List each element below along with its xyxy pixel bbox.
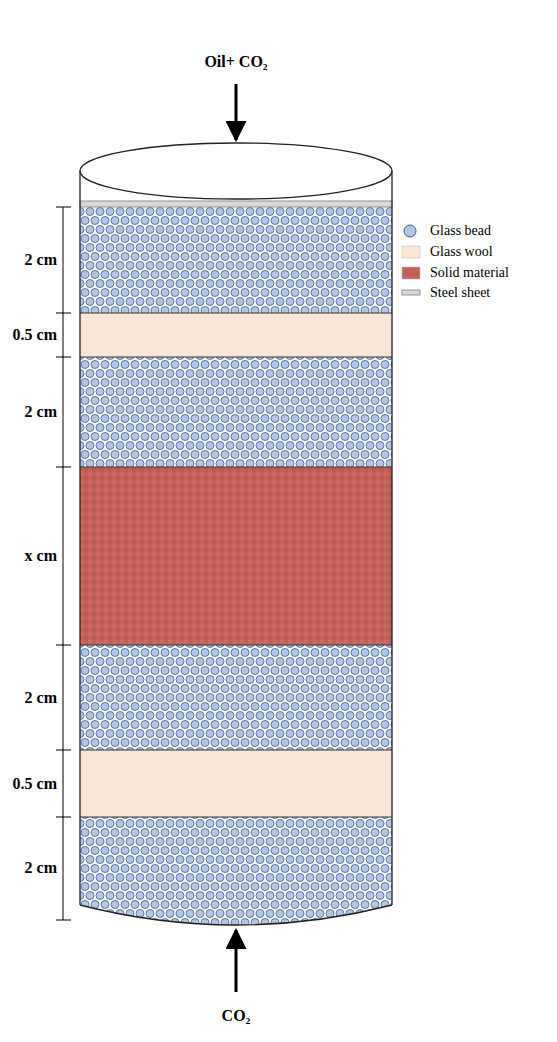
legend-item: Solid material bbox=[401, 265, 509, 281]
legend-item: Steel sheet bbox=[401, 285, 490, 301]
legend-swatch bbox=[401, 285, 421, 301]
column-layers bbox=[80, 201, 392, 925]
inlet-arrow bbox=[235, 84, 238, 140]
legend-swatch bbox=[401, 244, 421, 260]
dimension-label: 0.5 cm bbox=[13, 775, 57, 793]
legend-swatch bbox=[401, 265, 421, 281]
layer-boundaries bbox=[80, 313, 392, 817]
legend-text: Steel sheet bbox=[430, 285, 490, 300]
steel-sheet bbox=[80, 201, 392, 207]
legend-item: Glass wool bbox=[401, 244, 493, 260]
solid-layer bbox=[80, 467, 392, 645]
dimension-label: 2 cm bbox=[25, 689, 57, 707]
dimension-label: 0.5 cm bbox=[13, 326, 57, 344]
dimension-label: 2 cm bbox=[25, 403, 57, 421]
wool-layer bbox=[80, 313, 392, 357]
inlet-label: Oil+ CO₂ bbox=[204, 53, 267, 71]
bead-layer bbox=[80, 207, 392, 313]
inlet-arrow bbox=[235, 930, 238, 992]
legend-text: Glass wool bbox=[430, 244, 493, 259]
legend-text: Solid material bbox=[430, 265, 509, 280]
dimension-line bbox=[56, 207, 71, 920]
bead-layer bbox=[80, 817, 392, 925]
dimension-label: 2 cm bbox=[25, 251, 57, 269]
column-outline bbox=[80, 143, 392, 925]
inlet-label: CO₂ bbox=[222, 1007, 251, 1025]
wool-layer bbox=[80, 750, 392, 817]
legend-item: Glass bead bbox=[401, 223, 491, 239]
dimension-label: x cm bbox=[25, 547, 57, 565]
dimension-label: 2 cm bbox=[25, 859, 57, 877]
bead-layer bbox=[80, 357, 392, 467]
legend-text: Glass bead bbox=[430, 223, 491, 238]
bead-layer bbox=[80, 645, 392, 750]
legend-swatch bbox=[401, 223, 421, 239]
